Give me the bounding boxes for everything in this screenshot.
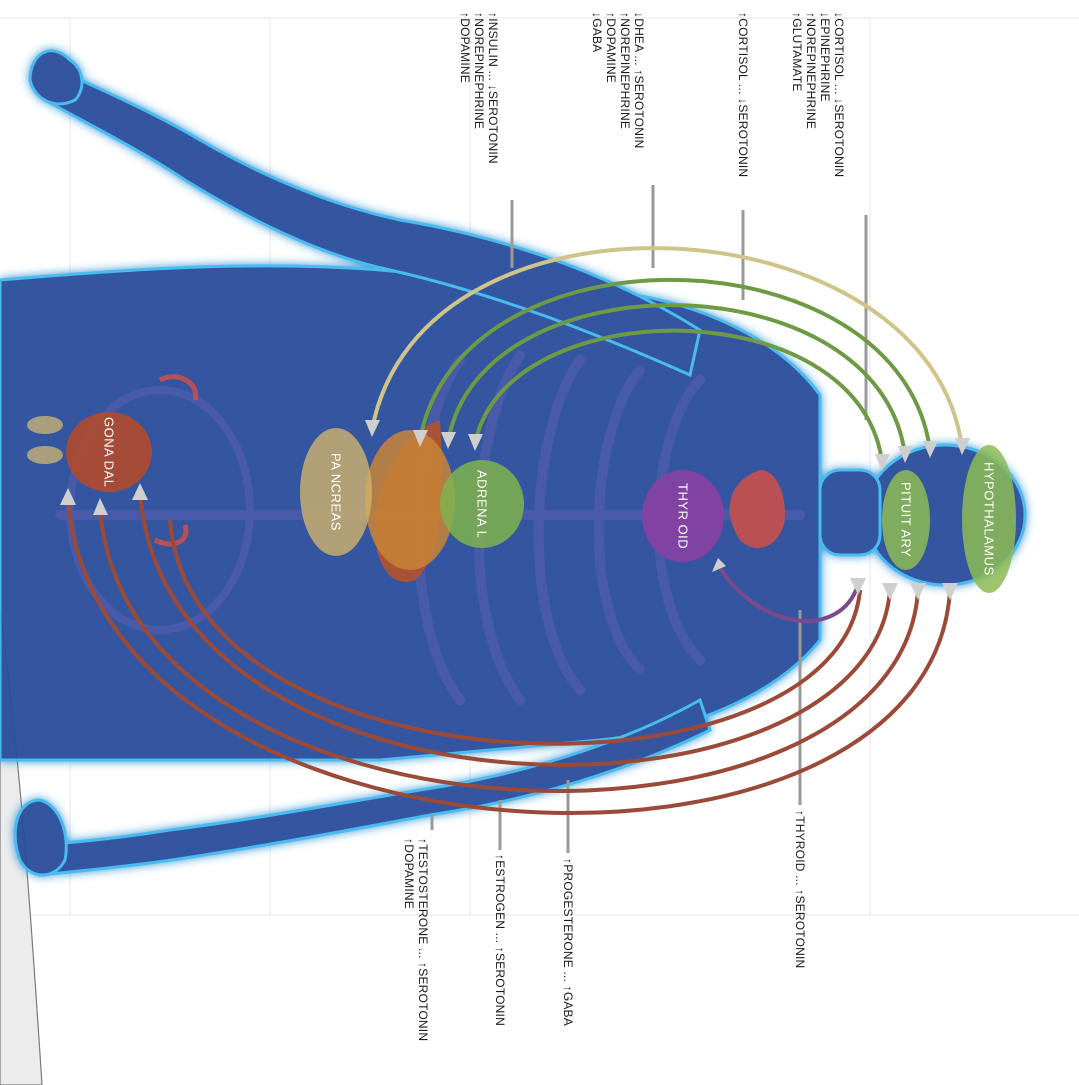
- adrenal-node-label: ADRENA L: [475, 470, 490, 538]
- thyroid-node: THYR OID: [642, 470, 724, 562]
- human-silhouette: [0, 51, 1025, 875]
- pituitary-effects-label: ↑CORTISOL ... ↓SEROTONIN: [736, 12, 750, 177]
- hypothalamus-node-label: HYPOTHALAMUS: [982, 462, 997, 576]
- thyroid-node-label: THYR OID: [676, 483, 691, 549]
- progesterone-effects-label: ↑PROGESTERONE ... ↑GABA: [561, 858, 575, 1026]
- hypothalamus-node: HYPOTHALAMUS: [962, 445, 1016, 593]
- pancreas-node-label: PA NCREAS: [329, 453, 344, 531]
- pancreas-node: PA NCREAS: [300, 428, 372, 556]
- gonadal-node: GONA DAL: [66, 412, 152, 492]
- pituitary-node-label: PITUIT ARY: [899, 482, 914, 557]
- estrogen-effects-label: ↑ESTROGEN ... ↑SEROTONIN: [493, 854, 507, 1026]
- adrenal-effects-label: ↓DHEA ... ↑SEROTONIN ↑NOREPINEPHRINE ↑DO…: [590, 12, 646, 148]
- pancreas-effects-label: ↑INSULIN ... ↓SEROTONIN ↑NOREPINEPHRINE …: [458, 12, 500, 164]
- testosterone-effects-label: ↑TESTOSTERONE ... ↑SEROTONIN ↑DOPAMINE: [402, 838, 430, 1041]
- pituitary-node: PITUIT ARY: [882, 470, 930, 570]
- hypothalamus-effects-label: ↓CORTISOL ... ↓SEROTONIN ↓EPINEPHRINE ↑N…: [790, 12, 846, 177]
- thyroid-effects-label: ↑THYROID ... ↑SEROTONIN: [793, 810, 807, 968]
- gonadal-node-label: GONA DAL: [102, 417, 117, 487]
- adrenal-node: ADRENA L: [440, 460, 524, 548]
